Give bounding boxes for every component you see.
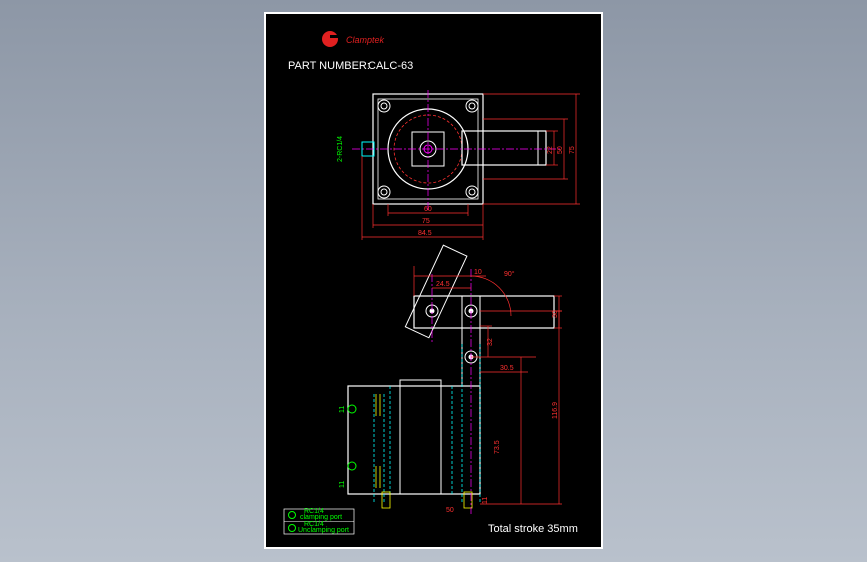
dim-30-5: 30.5 xyxy=(500,365,514,372)
legend-port-1: RC1/4 xyxy=(304,508,324,515)
legend-desc-2: Unclamping port xyxy=(298,527,349,534)
legend-clamping-icon xyxy=(288,511,296,519)
dim-24-5: 24.5 xyxy=(436,281,450,288)
dim-73-5: 73.5 xyxy=(494,440,501,454)
dim-10: 10 xyxy=(474,269,482,276)
cad-drawing: Clamptek PART NUMBER: CALC-63 2-RC1/4 xyxy=(283,31,580,535)
clamptek-logo: Clamptek xyxy=(322,31,385,47)
dim-angle: 90° xyxy=(504,270,515,278)
logo-text: Clamptek xyxy=(346,35,385,45)
dim-75-vertical: 75 xyxy=(569,146,576,154)
dim-84-5: 84.5 xyxy=(418,230,432,237)
dim-11-b: 11 xyxy=(339,481,346,488)
dim-50: 50 xyxy=(557,146,564,154)
dim-50-side: 50 xyxy=(446,507,454,514)
part-number-label: PART NUMBER: xyxy=(288,60,370,72)
total-stroke-note: Total stroke 35mm xyxy=(488,523,578,535)
clamp-arm xyxy=(461,130,547,166)
cylinder-body xyxy=(347,385,481,495)
dim-22: 22 xyxy=(547,146,554,154)
clamping-port-icon xyxy=(347,404,357,414)
legend-unclamping-icon xyxy=(288,524,296,532)
dim-11-c: 11 xyxy=(482,497,489,504)
corner-bolts xyxy=(377,99,479,199)
dim-32: 32 xyxy=(487,338,494,346)
dim-11-a: 11 xyxy=(339,406,346,413)
side-clamp-arm xyxy=(413,295,555,329)
logo-emblem-icon xyxy=(322,31,338,47)
dim-60: 60 xyxy=(424,206,432,213)
unclamping-port-icon xyxy=(347,461,357,471)
side-view: 11 11 24.5 10 90° 30 30.5 32 116. xyxy=(339,244,562,514)
port-legend: RC1/4 clamping port RC1/4 Unclamping por… xyxy=(283,508,355,535)
legend-port-2: RC1/4 xyxy=(304,521,324,528)
dim-30: 30 xyxy=(552,310,559,318)
port-label: 2-RC1/4 xyxy=(337,136,344,162)
drawing-sheet: Clamptek PART NUMBER: CALC-63 2-RC1/4 xyxy=(264,12,603,549)
part-number-value: CALC-63 xyxy=(368,60,413,72)
legend-desc-1: clamping port xyxy=(300,514,342,521)
top-view: 2-RC1/4 22 50 75 60 75 84.5 xyxy=(337,90,580,240)
dim-116-9: 116.9 xyxy=(552,402,559,419)
dim-75: 75 xyxy=(422,218,430,225)
